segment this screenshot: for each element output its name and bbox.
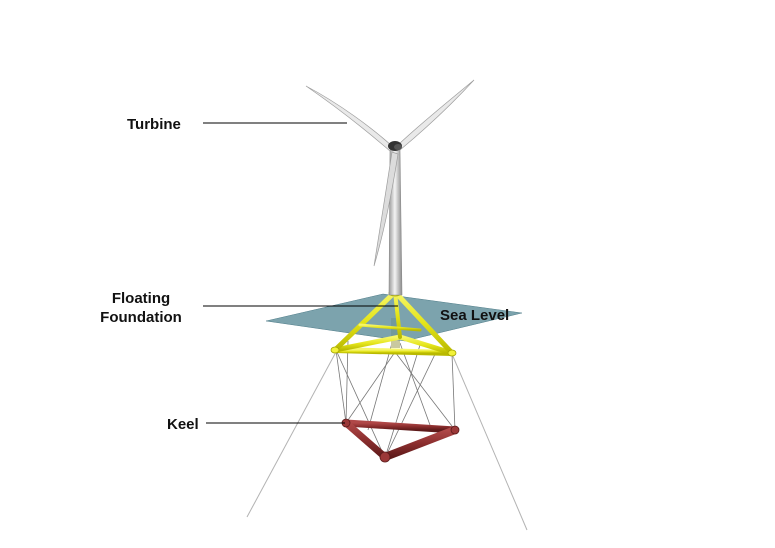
keel-nodes — [341, 418, 460, 463]
keel — [342, 419, 459, 461]
leader-lines — [203, 122, 398, 424]
turbine-label: Turbine — [127, 116, 181, 133]
turbine-blades — [305, 79, 475, 267]
floating-foundation-label-line2: Foundation — [100, 309, 182, 326]
tendon-lines — [335, 340, 456, 459]
mooring-lines — [246, 351, 528, 531]
floating-foundation-label-line1: Floating — [112, 290, 170, 307]
keel-label: Keel — [167, 416, 199, 433]
floating-foundation — [332, 289, 455, 356]
sea-level-label: Sea Level — [440, 307, 509, 324]
turbine-nacelle — [394, 144, 402, 150]
